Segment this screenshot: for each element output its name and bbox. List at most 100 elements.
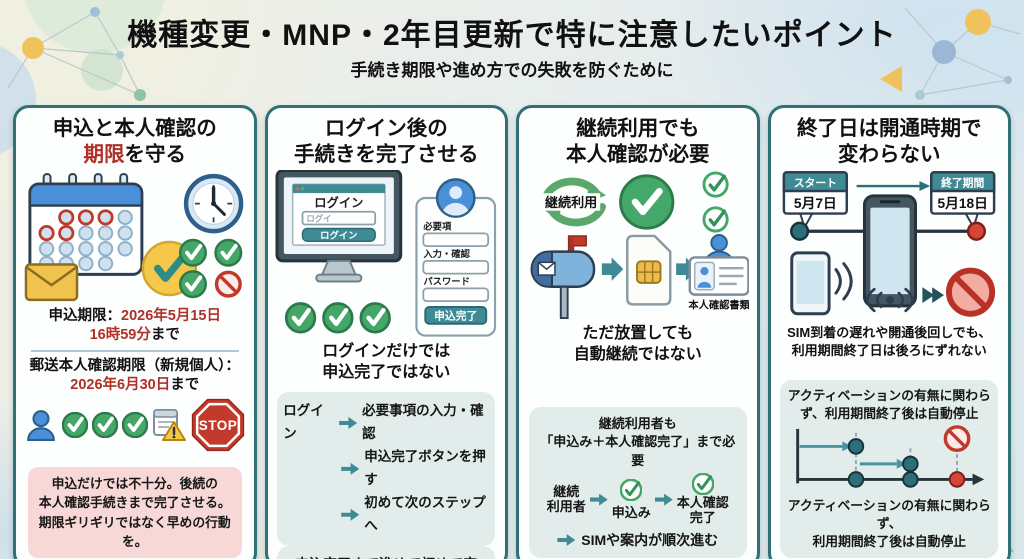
large-phone-icon (863, 194, 918, 308)
svg-text:本人確認書類: 本人確認書類 (688, 299, 749, 312)
check-icon (177, 269, 208, 300)
card-continued-use: 継続利用でも本人確認が必要 継続利用 (516, 105, 760, 559)
calendar-icon (28, 173, 144, 277)
check-icon (91, 411, 118, 438)
svg-text:必要項: 必要項 (423, 221, 453, 232)
activation-text-bottom: アクティベーションの有無に関わらず、利用期間終了後は自動停止 (787, 498, 991, 550)
svg-text:終了期間: 終了期間 (941, 176, 984, 190)
form-input-field (422, 232, 490, 248)
clock-icon (183, 174, 244, 234)
svg-text:申込完了: 申込完了 (434, 309, 477, 323)
card-deadline: 申込と本人確認の期限を守る (13, 105, 257, 559)
steps-box-heading: 継続利用者も「申込み＋本人確認完了」まで必要 (540, 415, 736, 469)
end-badge: 終了期間 5月18日 (930, 171, 996, 231)
check-icon (61, 411, 88, 438)
login-steps-box: ログイン必要事項の入力・確認 申込完了ボタンを押す 初めて次のステップへ (277, 392, 496, 546)
signal-waves-icon (834, 262, 853, 301)
card-login-title: ログイン後の手続きを完了させる (294, 117, 479, 167)
stop-sign-icon: STOP (191, 398, 244, 452)
flow-row: 継続利用者 申込み 本人確認完了 (535, 473, 741, 526)
person-icon (26, 409, 55, 441)
application-form-panel: 必要項 入力・確認 パスワード 申込完了 (415, 178, 497, 338)
form-input-field (422, 287, 490, 303)
id-document-icon: 本人確認書類 (688, 234, 749, 312)
fast-forward-icon (922, 287, 945, 304)
envelope-icon (24, 263, 79, 302)
arrow-right-icon (654, 493, 673, 506)
card-end-date: 終了日は開通時期で変わらない スタート 5月7日 終了期間 (767, 105, 1011, 559)
login-bottom-note-box: 申込完了まで進めて初めて完了。 (277, 545, 496, 559)
flow-final: SIMや案内が順次進む (535, 530, 741, 550)
check-ring-icon (701, 171, 729, 199)
svg-text:ログイ: ログイ (307, 214, 332, 224)
continued-use-illustration-top: 継続利用 (541, 171, 729, 234)
start-dot (790, 222, 810, 242)
svg-text:5月18日: 5月18日 (938, 197, 988, 212)
page-title: 機種変更・MNP・2年目更新で特に注意したいポイント (127, 19, 897, 52)
svg-text:STOP: STOP (199, 418, 237, 433)
check-ring-icon (620, 478, 643, 501)
login-note: ログインだけでは申込完了ではない (322, 343, 451, 382)
continued-use-illustration-bottom: 本人確認書類 (530, 234, 749, 320)
mailbox-icon (530, 235, 595, 320)
check-icon (324, 304, 353, 333)
svg-text:入力・確認: 入力・確認 (423, 248, 471, 259)
arrow-right-icon (341, 462, 360, 475)
activation-text-top: アクティベーションの有無に関わらず、利用期間終了後は自動停止 (787, 388, 991, 422)
step-row: 申込完了ボタンを押す (341, 446, 489, 492)
calendar-clock-illustration (24, 173, 244, 302)
start-badge: スタート 5月7日 (782, 171, 849, 231)
small-phone-icon (790, 251, 831, 316)
check-icon (121, 411, 148, 438)
big-check-icon (618, 174, 675, 231)
continued-use-steps-box: 継続利用者も「申込み＋本人確認完了」まで必要 継続利用者 申込み 本人確認完了 (528, 406, 747, 558)
login-input-field (301, 211, 377, 226)
svg-text:継続利用: 継続利用 (545, 194, 597, 210)
avatar-icon (436, 178, 476, 219)
svg-text:ログイン: ログイン (315, 195, 364, 210)
monitor-icon: ログイン ログイ ログイン (275, 170, 403, 283)
document-warning-icon (152, 408, 186, 441)
end-date-note: SIM到着の遅れや開通後回しでも、利用期間終了日は後ろにずれない (787, 325, 992, 359)
check-ring-icon (691, 473, 714, 496)
flow-item-apply: 申込み (612, 478, 651, 521)
svg-text:ログイン: ログイン (320, 230, 357, 241)
card-end-date-title: 終了日は開通時期で変わらない (797, 117, 982, 167)
deadline-icon-row: STOP (24, 398, 246, 452)
sim-card-icon (625, 235, 672, 307)
login-button (302, 228, 377, 243)
check-icon (177, 238, 208, 268)
end-date-illustration: スタート 5月7日 終了期間 5月18日 (782, 171, 996, 318)
check-icon (286, 304, 315, 333)
flow-item-verify: 本人確認完了 (677, 473, 729, 526)
recycle-icon: 継続利用 (541, 178, 606, 227)
activation-box: アクティベーションの有無に関わらず、利用期間終了後は自動停止 (780, 380, 999, 558)
card-deadline-title: 申込と本人確認の期限を守る (52, 117, 217, 167)
card-continued-use-title: 継続利用でも本人確認が必要 (566, 117, 710, 167)
flow-item-user: 継続利用者 (546, 483, 586, 514)
login-illustration: ログイン ログイ ログイン (275, 170, 497, 338)
svg-text:スタート: スタート (794, 177, 837, 190)
broadcast-signal-icon (866, 288, 915, 313)
check-icon (361, 304, 390, 333)
prohibition-icon (946, 268, 996, 318)
deadline-warning-box: 申込だけでは不十分。後続の本人確認手続きまで完了させる。期限ギリギリではなく早め… (27, 467, 242, 558)
arrow-right-icon (557, 534, 576, 546)
check-ring-icon (701, 206, 729, 234)
step-row: ログイン必要事項の入力・確認 (283, 403, 484, 441)
cards-row: 申込と本人確認の期限を守る (13, 105, 1011, 559)
arrow-right-icon (341, 508, 360, 521)
check-icon (213, 238, 243, 268)
card-login-procedure: ログイン後の手続きを完了させる ログイン ログイ ログイン (264, 105, 508, 559)
arrow-right-icon (339, 417, 358, 429)
arrow-right-icon (589, 493, 608, 506)
activation-timeline-diagram (796, 425, 985, 488)
end-dot (967, 222, 987, 242)
divider (30, 350, 239, 353)
step-row: 初めて次のステップへ (341, 492, 489, 538)
svg-text:5月7日: 5月7日 (794, 197, 837, 212)
continued-use-note: ただ放置しても自動継続ではない (573, 325, 702, 364)
prohibition-icon (214, 271, 242, 299)
arrow-right-icon (601, 257, 624, 282)
